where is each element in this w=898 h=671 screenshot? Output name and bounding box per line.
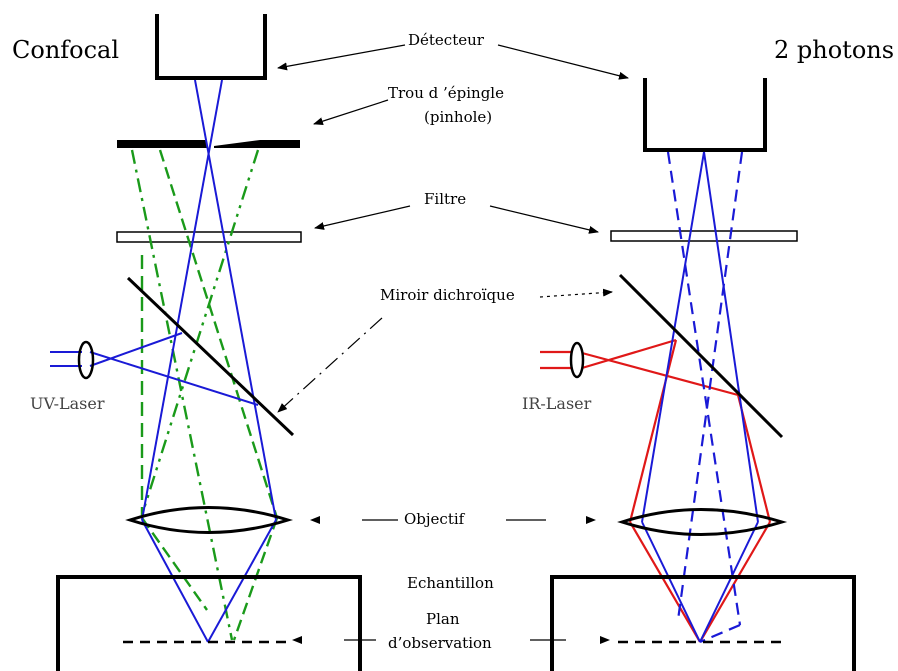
two-photon-detector	[643, 78, 767, 152]
two-photon-filter	[610, 230, 798, 242]
confocal-pinhole-taper-left	[160, 140, 207, 148]
two-photon-objective	[617, 508, 788, 536]
arrow-tips	[292, 516, 610, 644]
arrow-mirror-left	[277, 317, 383, 413]
label-uv-laser: UV-Laser	[30, 394, 105, 413]
label-echantillon: Echantillon	[407, 574, 494, 592]
confocal-filter	[116, 231, 302, 243]
two-photon-title: 2 photons	[774, 36, 895, 64]
label-ir-laser: IR-Laser	[522, 394, 592, 413]
confocal-setup	[50, 14, 362, 671]
two-photon-red-beams	[540, 338, 772, 643]
confocal-objective	[125, 506, 294, 534]
label-objectif: Objectif	[404, 510, 465, 528]
arrow-mirror-right	[539, 288, 613, 298]
two-photon-setup	[540, 78, 856, 671]
two-photon-blue-beams	[641, 151, 759, 643]
label-trou-line2: (pinhole)	[424, 108, 493, 126]
arrow-detector-right	[497, 44, 629, 80]
confocal-blue-beams	[50, 79, 277, 643]
label-plan-line2: d’observation	[388, 634, 492, 652]
arrow-filter-right	[489, 205, 599, 234]
arrow-filter-left	[314, 205, 411, 230]
label-plan-line1: Plan	[426, 610, 460, 628]
confocal-dichroic-mirror	[126, 276, 295, 437]
two-photon-dichroic-mirror	[618, 273, 784, 439]
confocal-laser-lens	[77, 340, 95, 380]
confocal-sample	[56, 575, 362, 671]
arrow-detector-left	[277, 44, 406, 71]
label-detecteur: Détecteur	[408, 31, 484, 49]
confocal-title: Confocal	[12, 36, 120, 64]
label-miroir: Miroir dichroïque	[380, 286, 515, 304]
confocal-detector	[155, 14, 267, 80]
arrow-pinhole	[313, 99, 389, 126]
annotation-arrows	[277, 44, 629, 641]
confocal-pinhole-right	[214, 140, 300, 148]
two-photon-blue-dashed	[666, 151, 744, 644]
two-photon-laser-lens	[569, 341, 585, 379]
two-photon-sample	[550, 575, 856, 671]
label-trou-line1: Trou d ’épingle	[388, 84, 504, 102]
label-filtre: Filtre	[424, 190, 467, 208]
confocal-green-beams	[130, 149, 279, 641]
